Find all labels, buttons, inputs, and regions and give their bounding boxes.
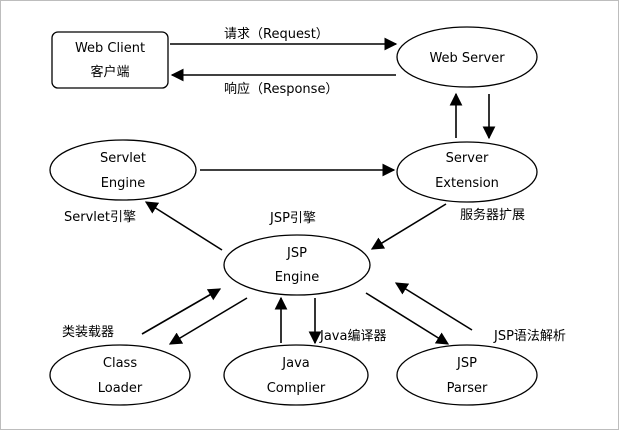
server-extension-line1: Server <box>446 151 489 166</box>
jsp-to-loader-arrow <box>168 297 248 345</box>
request-label: 请求（Request） <box>224 27 329 42</box>
parser-to-jsp-arrow <box>394 282 473 331</box>
java-compiler-line1: Java <box>281 356 309 371</box>
class-loader-line1: Class <box>103 356 137 371</box>
web-client-title: Web Client <box>75 41 145 56</box>
servlet-engine-caption: Servlet引擎 <box>64 210 136 225</box>
jsp-to-parser-arrow <box>365 292 450 345</box>
class-loader-line2: Loader <box>98 381 143 396</box>
jsp-parser-line2: Parser <box>447 381 488 396</box>
web-client-node: Web Client 客户端 <box>51 31 169 89</box>
web-server-node: Web Server <box>396 26 538 88</box>
jsp-parser-caption: JSP语法解析 <box>493 329 566 344</box>
jsp-to-servlet-arrow <box>144 201 223 251</box>
jsp-parser-line1: JSP <box>456 356 477 371</box>
jsp-engine-line2: Engine <box>275 270 320 285</box>
jsp-engine-line1: JSP <box>286 246 307 261</box>
web-server-title: Web Server <box>429 51 505 66</box>
servlet-engine-line1: Servlet <box>100 151 146 166</box>
jsp-engine-node: JSP Engine <box>223 234 371 296</box>
class-loader-caption: 类装载器 <box>62 325 114 340</box>
extension-to-jsp-arrow <box>370 203 447 250</box>
server-extension-line2: Extension <box>435 176 499 191</box>
servlet-engine-line2: Engine <box>101 176 146 191</box>
jsp-parser-node: JSP Parser <box>396 344 538 406</box>
jsp-engine-caption: JSP引擎 <box>269 211 316 226</box>
response-label: 响应（Response） <box>224 81 338 97</box>
servlet-engine-node: Servlet Engine <box>49 139 197 201</box>
java-compiler-node: Java Complier <box>223 344 369 406</box>
web-client-subtitle: 客户端 <box>90 64 129 80</box>
server-extension-node: Server Extension <box>396 141 538 203</box>
java-compiler-line2: Complier <box>267 381 326 396</box>
java-compiler-caption: Java编译器 <box>319 329 386 344</box>
server-extension-caption: 服务器扩展 <box>460 207 525 223</box>
loader-to-jsp-arrow <box>141 288 222 335</box>
class-loader-node: Class Loader <box>49 344 191 406</box>
